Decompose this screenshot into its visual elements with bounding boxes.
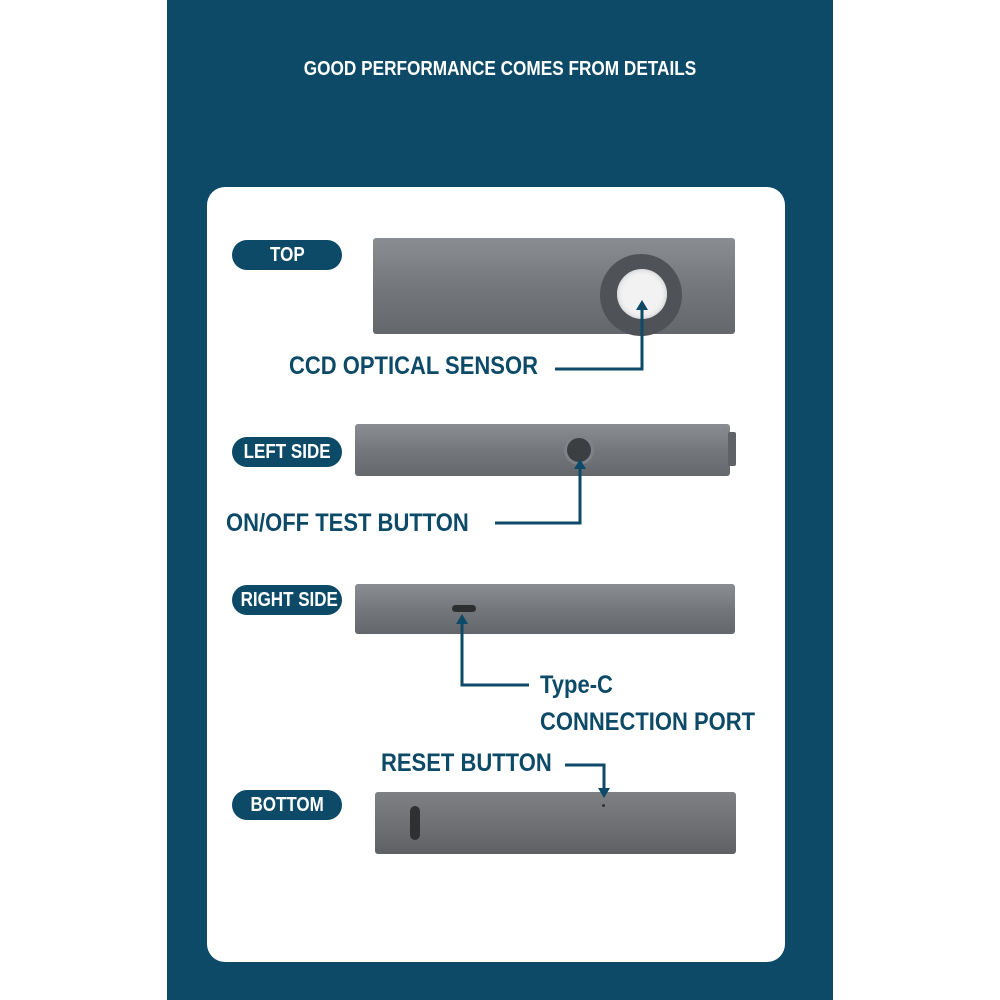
view-label-left-side: LEFT SIDE [232,437,342,467]
callout-type-c-line2: CONNECTION PORT [540,708,756,736]
reset-button-hole [602,804,605,807]
headline: GOOD PERFORMANCE COMES FROM DETAILS [303,58,697,80]
arrow-reset-button [598,788,610,798]
arrow-type-c [456,614,468,624]
type-c-port [452,605,476,612]
callout-reset-button: RESET BUTTON [381,749,552,777]
bottom-slot [410,806,420,840]
view-label-bottom: BOTTOM [232,790,342,820]
callout-test-button: ON/OFF TEST BUTTON [226,509,469,537]
arrow-ccd-sensor [636,300,648,310]
callout-ccd-sensor: CCD OPTICAL SENSOR [289,352,538,380]
device-bottom-view [375,792,736,854]
callout-type-c-line1: Type-C [540,671,613,699]
on-off-test-button [567,438,591,462]
view-label-top: TOP [232,240,342,270]
leader-test-button [495,465,582,525]
device-left-side-view [355,424,730,476]
view-label-right-side: RIGHT SIDE [232,585,342,615]
leader-reset-button [565,763,606,792]
device-right-side-view [355,584,735,634]
leader-ccd-sensor [555,306,644,371]
device-left-side-edge [728,432,736,466]
leader-type-c [460,620,529,687]
arrow-test-button [574,459,586,469]
